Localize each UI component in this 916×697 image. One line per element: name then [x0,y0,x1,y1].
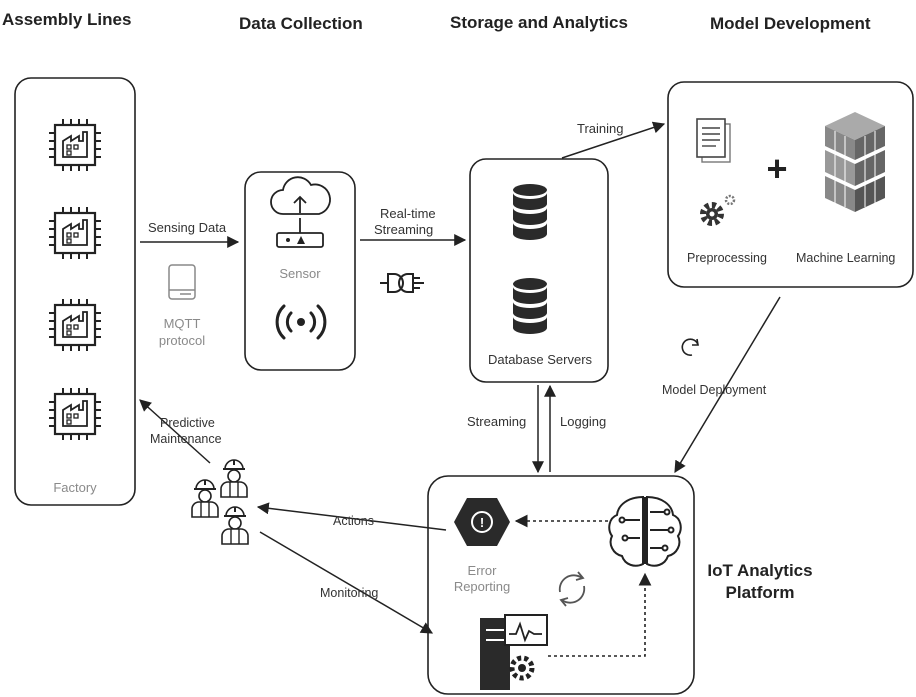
mqtt-device-icon [168,264,196,300]
sensing-data-label: Sensing Data [148,220,227,235]
actions-arrow [256,502,447,531]
svg-text:!: ! [480,515,484,530]
training-arrow [561,121,666,159]
realtime-label-line2: Streaming [374,222,433,237]
factory-chip-icon [47,117,103,173]
platform-title-line1: IoT Analytics [707,561,812,580]
gear-icon [700,194,736,226]
plus-sign: + [766,148,787,189]
training-label: Training [577,121,623,136]
factory-chip-icon [47,297,103,353]
mqtt-label-line1: MQTT [164,316,201,331]
factory-label: Factory [53,480,97,495]
monitor-server-icon [480,614,548,690]
ai-brain-icon [608,495,682,567]
wireless-signal-icon [275,304,327,340]
model-deployment-arrow [674,296,781,474]
error-reporting-icon: ! [454,498,510,546]
database-label: Database Servers [488,352,593,367]
workers-icon [191,459,249,545]
monitoring-arrow [259,531,434,634]
factory-box [14,77,136,506]
factory-chip-icon [47,205,103,261]
factory-chip-icon [47,386,103,442]
actions-label: Actions [333,514,374,528]
cube-stack-icon [825,112,885,212]
sensor-box [244,171,356,371]
realtime-label-line1: Real-time [380,206,436,221]
mqtt-label-line2: protocol [159,333,205,348]
predictive-label-line2: Maintenance [150,432,222,446]
model-deployment-label: Model Deployment [662,383,767,397]
plug-connector-icon [380,273,424,293]
streaming-label: Streaming [467,414,526,429]
refresh-icon [681,338,699,356]
error-reporting-line1: Error [468,563,498,578]
logging-label: Logging [560,414,606,429]
sensor-label: Sensor [279,266,321,281]
preprocessing-label: Preprocessing [687,251,767,265]
cloud-upload-icon [270,176,331,248]
database-box [469,158,609,383]
platform-title-line2: Platform [726,583,795,602]
refresh-icon [558,571,586,607]
machine-learning-label: Machine Learning [796,251,895,265]
predictive-label-line1: Predictive [160,416,215,430]
document-icon [696,118,731,163]
error-reporting-line2: Reporting [454,579,510,594]
header-assembly-lines: Assembly Lines [2,10,131,29]
header-model-development: Model Development [710,14,871,33]
header-data-collection: Data Collection [239,14,363,33]
predictive-maintenance-arrow [139,399,211,464]
header-storage-analytics: Storage and Analytics [450,13,628,32]
monitoring-label: Monitoring [320,586,378,600]
monitor-to-ai-dotted-arrow [548,572,652,657]
